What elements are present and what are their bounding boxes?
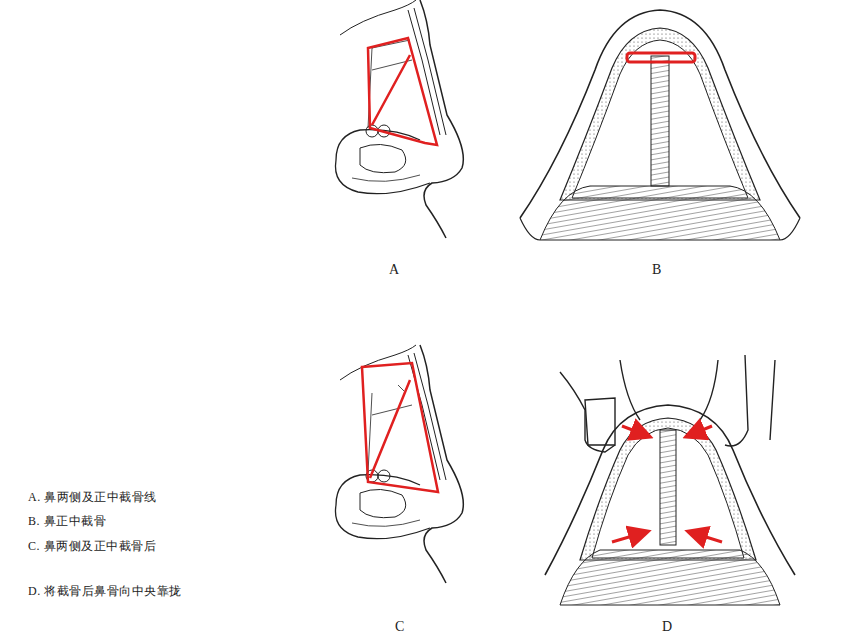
osteotomy-line	[368, 38, 437, 145]
panel-letter: C	[395, 619, 404, 635]
nose-cross-section	[545, 355, 795, 605]
osteotomy-line	[362, 363, 438, 492]
panel-letter: A	[389, 262, 399, 278]
osteotomy-line	[627, 53, 695, 62]
nose-profile	[335, 345, 463, 583]
nose-profile	[335, 0, 463, 238]
push-arrow	[612, 426, 722, 542]
caption-line: B. 鼻正中截骨	[28, 513, 106, 530]
panel-letter: B	[652, 262, 661, 278]
caption-line: C. 鼻两侧及正中截骨后	[28, 538, 156, 555]
caption-line: D. 将截骨后鼻骨向中央靠拢	[28, 583, 182, 600]
caption-line: A. 鼻两侧及正中截骨线	[28, 489, 157, 506]
panel-letter: D	[662, 619, 672, 635]
nose-cross-section	[520, 10, 800, 240]
